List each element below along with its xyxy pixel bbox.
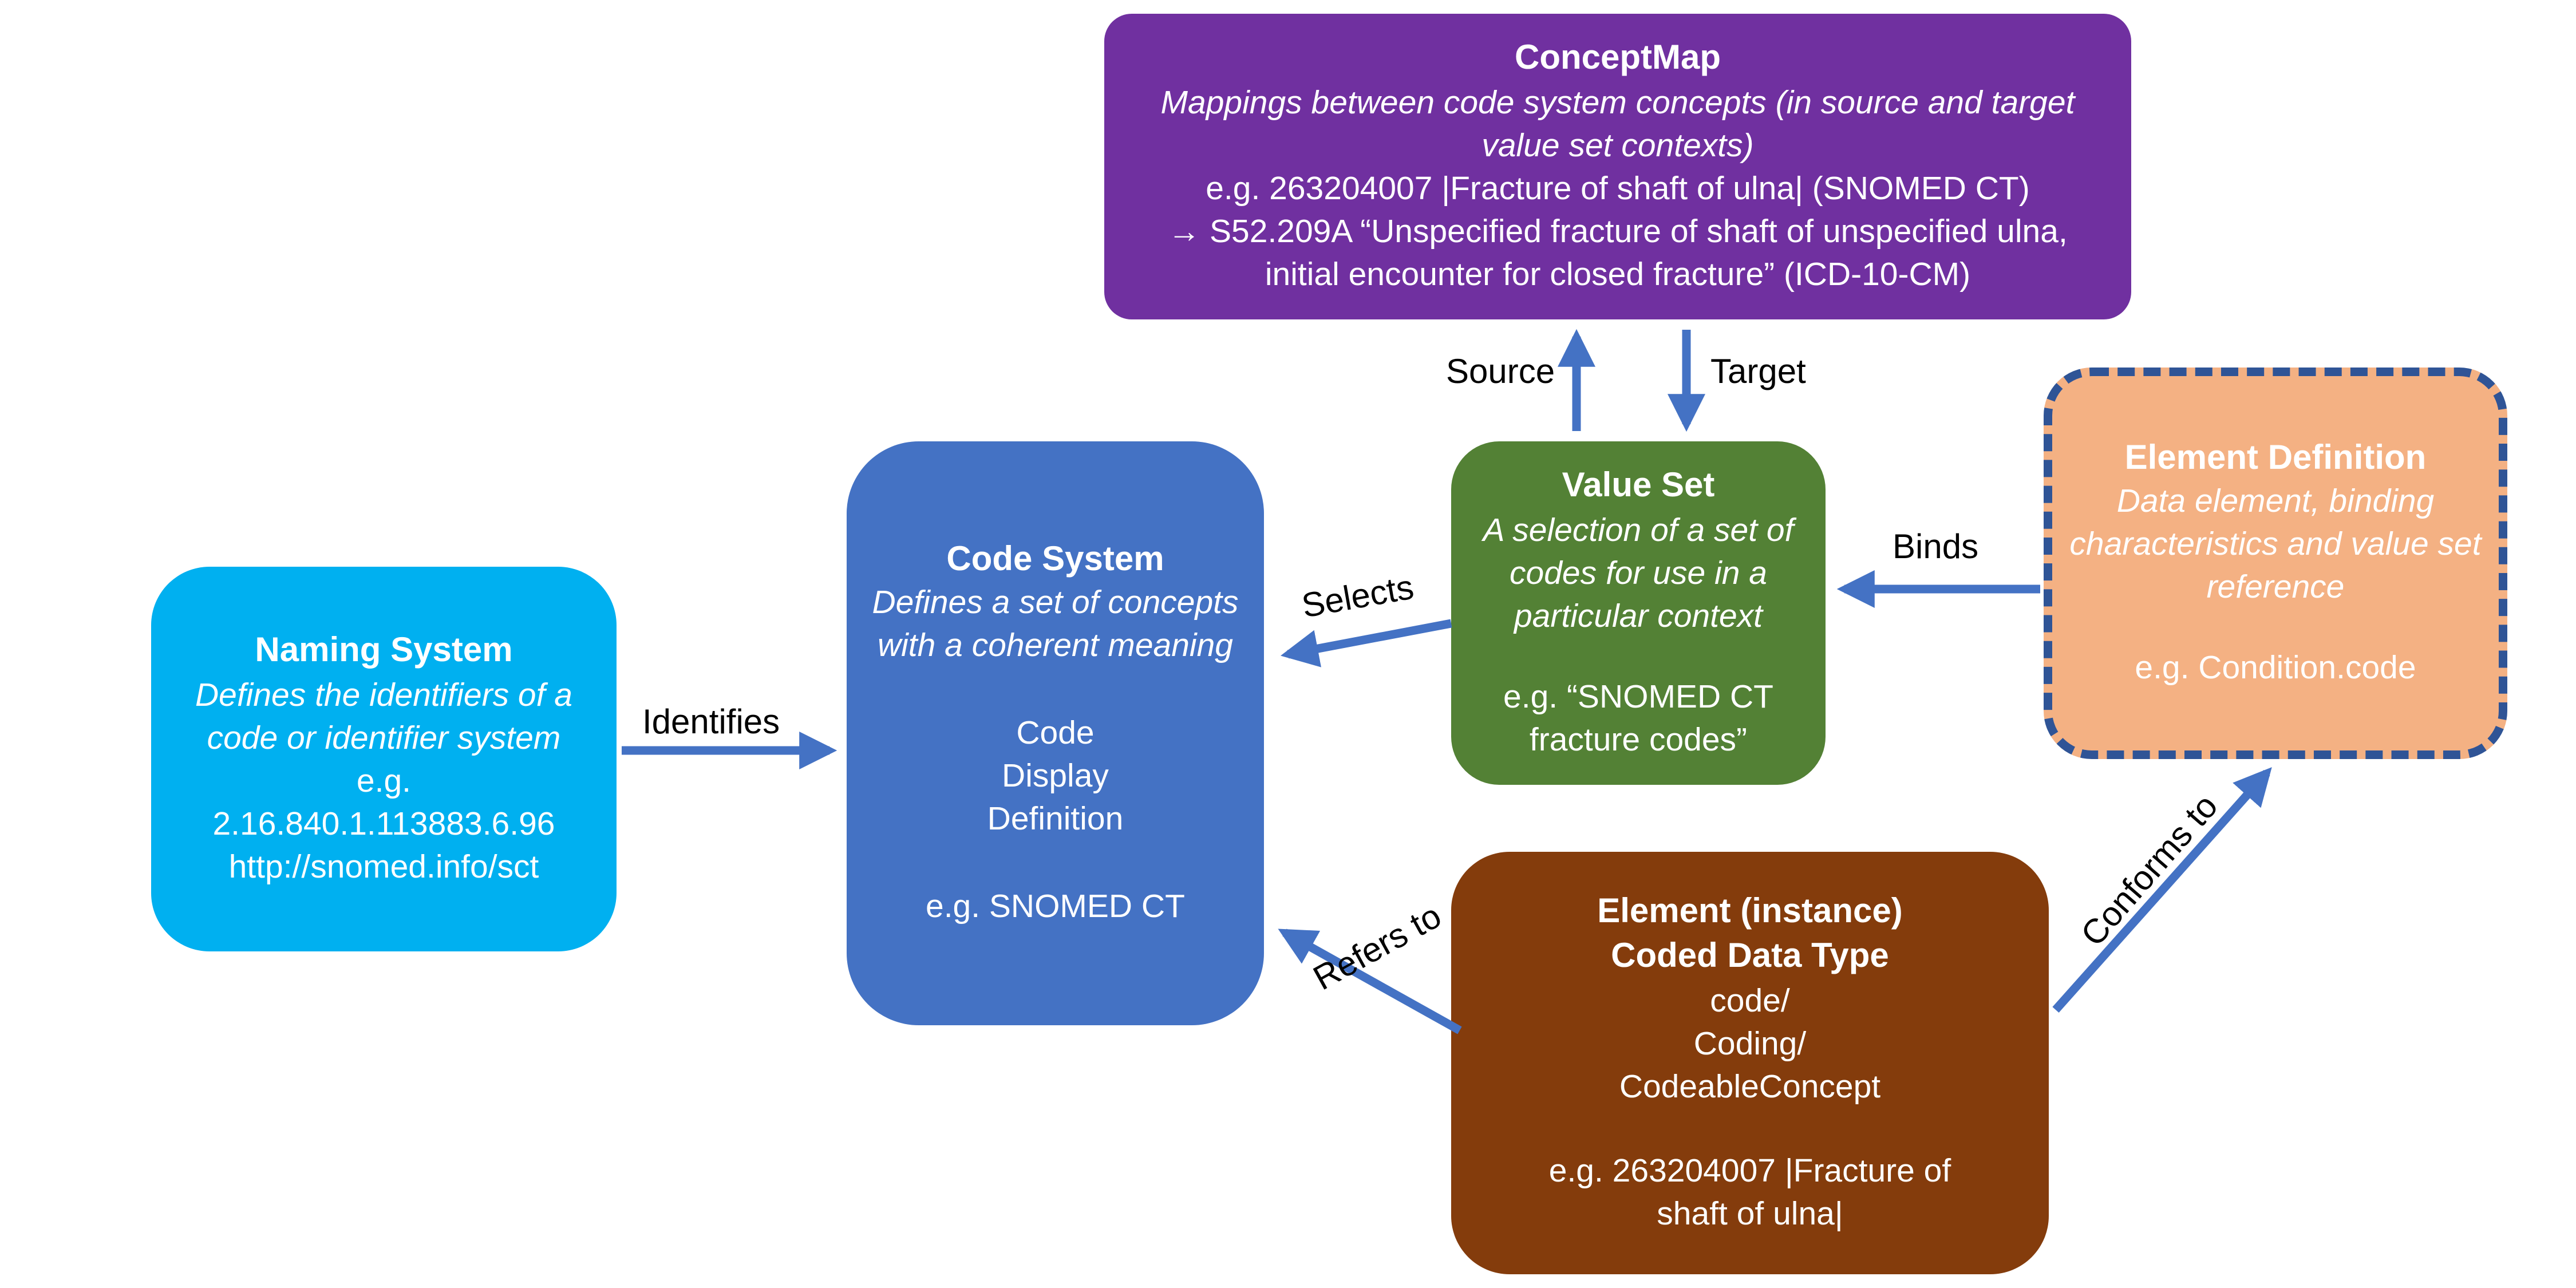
concept-map-title: ConceptMap xyxy=(1515,39,1721,78)
value-set-title: Value Set xyxy=(1562,467,1715,505)
naming-system-description: Defines the identifiers of a code or ide… xyxy=(195,677,573,757)
concept-map-box: ConceptMap Mappings between code system … xyxy=(1104,14,2131,319)
concept-map-example: e.g. 263204007 |Fracture of shaft of uln… xyxy=(1168,171,2068,294)
edge-label-source: Source xyxy=(1446,354,1555,392)
edge-label-identifies: Identifies xyxy=(642,704,780,742)
element-instance-box: Element (instance) Coded Data Type code/… xyxy=(1451,852,2049,1274)
edge-label-refers-to: Refers to xyxy=(1307,898,1448,999)
element-instance-title: Element (instance) Coded Data Type xyxy=(1597,892,1903,976)
element-definition-box: Element Definition Data element, binding… xyxy=(2044,368,2507,759)
edge-label-target: Target xyxy=(1710,354,1806,392)
edge-label-selects: Selects xyxy=(1299,569,1417,626)
code-system-fields: Code Display Definition xyxy=(987,716,1124,839)
selects-arrow xyxy=(1281,619,1452,667)
naming-system-title: Naming System xyxy=(255,632,513,670)
naming-system-box: Naming System Defines the identifiers of… xyxy=(151,567,617,951)
code-system-description: Defines a set of concepts with a coheren… xyxy=(872,585,1239,665)
element-instance-fields: code/ Coding/ CodeableConcept xyxy=(1619,983,1881,1106)
code-system-box: Code System Defines a set of concepts wi… xyxy=(847,441,1264,1025)
value-set-description: A selection of a set of codes for use in… xyxy=(1483,512,1794,635)
value-set-example: e.g. “SNOMED CT fracture codes” xyxy=(1503,679,1773,759)
element-definition-example: e.g. Condition.code xyxy=(2135,651,2416,688)
edge-label-conforms-to: Conforms to xyxy=(2075,788,2226,954)
conforms-to-arrow xyxy=(2052,767,2272,1013)
code-system-title: Code System xyxy=(946,540,1164,578)
concept-map-description: Mappings between code system concepts (i… xyxy=(1160,85,2075,164)
edge-label-binds: Binds xyxy=(1893,529,1979,567)
element-definition-title: Element Definition xyxy=(2124,438,2427,477)
code-system-example: e.g. SNOMED CT xyxy=(926,890,1185,927)
element-instance-example: e.g. 263204007 |Fracture of shaft of uln… xyxy=(1548,1153,1951,1233)
value-set-box: Value Set A selection of a set of codes … xyxy=(1451,441,1826,785)
naming-system-example: e.g. 2.16.840.1.113883.6.96 http://snome… xyxy=(212,763,555,886)
element-definition-description: Data element, binding characteristics an… xyxy=(2069,484,2482,607)
